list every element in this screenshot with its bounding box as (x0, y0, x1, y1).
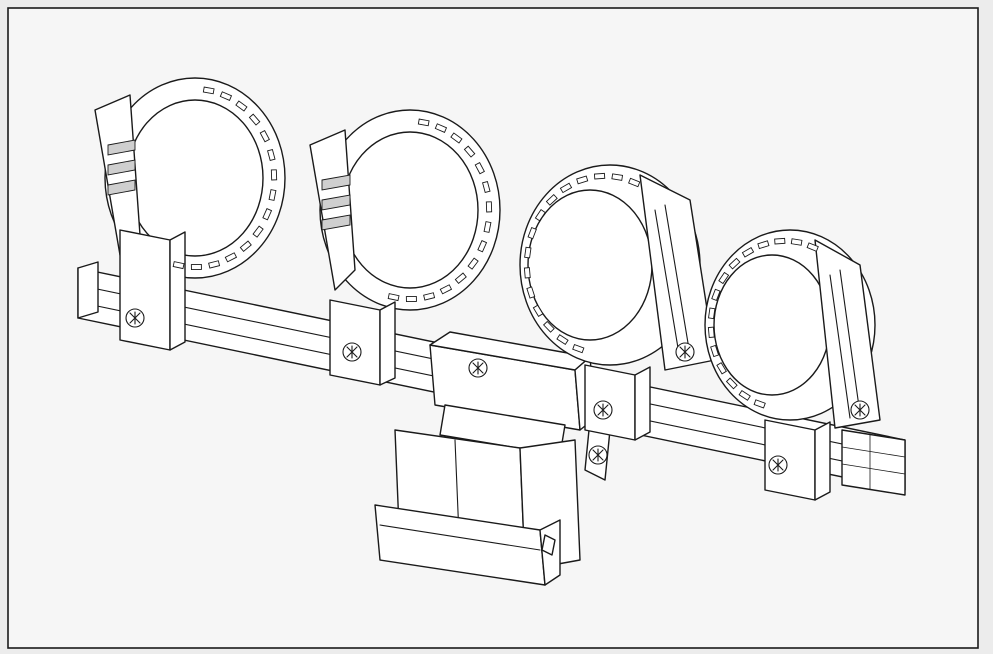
ring-slot (576, 175, 589, 185)
ring-slot (172, 261, 185, 270)
ring-slot (757, 240, 770, 250)
ring-slot (524, 246, 532, 259)
ring-slot (262, 208, 273, 221)
clamp-ring-slot-pattern (172, 86, 819, 409)
ring-slot (405, 295, 417, 303)
ring-slot (239, 240, 252, 252)
ring-slot (738, 389, 751, 401)
ring-slot (224, 252, 238, 263)
ring-slot (523, 267, 531, 279)
ring-slot (716, 362, 727, 375)
ring-slot (728, 257, 741, 270)
ring-slot (482, 180, 491, 194)
mast-adapter-housing (374, 429, 581, 586)
ring-slot (542, 320, 555, 333)
ring-slot (454, 272, 467, 284)
ring-slot (593, 172, 606, 180)
ring-slot (527, 226, 537, 240)
ring-slot (711, 288, 721, 302)
adapter-pin (541, 534, 556, 556)
screw-icon (675, 342, 695, 362)
ring-slot (532, 304, 544, 317)
ring-slot (423, 292, 436, 301)
ring-slot (725, 377, 738, 390)
ring-slot (267, 148, 276, 162)
ring-slot (545, 194, 558, 206)
ring-slot (270, 169, 278, 181)
ring-slot (190, 263, 202, 271)
screw-icon (588, 445, 608, 465)
ring-slot (387, 293, 400, 302)
ring-slot (526, 286, 536, 299)
ring-slot (753, 399, 766, 409)
ring-slot (467, 257, 479, 270)
ring-slot (434, 123, 448, 133)
screw-icon (768, 455, 788, 475)
ring-slot (741, 247, 755, 258)
ring-slot (707, 326, 715, 338)
ring-slot (790, 238, 803, 246)
screw-icon (593, 400, 613, 420)
ring-slot (202, 86, 215, 95)
ring-slot (463, 145, 476, 158)
ring-slot (628, 177, 641, 188)
ring-slot (259, 130, 270, 143)
ring-slot (417, 118, 430, 127)
ring-slot (611, 173, 624, 181)
screw-icon (342, 342, 362, 362)
ring-slot (483, 221, 492, 233)
screw-icon (125, 308, 145, 328)
ring-slot (556, 334, 569, 346)
ring-slot (474, 162, 485, 175)
ring-slot (708, 307, 716, 320)
ring-slot (559, 182, 573, 194)
clamp-ring-4 (704, 229, 881, 501)
ring-slot (208, 260, 221, 269)
rail-end-profile (841, 429, 906, 496)
ring-slot (718, 271, 730, 285)
ring-slot (268, 189, 277, 201)
ring-slot (450, 132, 463, 144)
ring-slot (534, 209, 546, 222)
ring-slot (572, 343, 585, 354)
ring-slot (485, 201, 493, 213)
screw-icon (850, 400, 870, 420)
ring-slot (806, 242, 819, 252)
screw-icon (468, 358, 488, 378)
screw-set (125, 308, 870, 475)
ring-slot (774, 237, 786, 245)
clamp-ring-2 (309, 109, 501, 386)
ring-slot (235, 100, 248, 112)
ring-slot (248, 113, 261, 126)
ring-slot (710, 344, 720, 358)
ring-slot (252, 225, 264, 238)
ring-slot (477, 240, 488, 253)
ring-slot (439, 284, 453, 295)
ring-slot (219, 91, 233, 101)
